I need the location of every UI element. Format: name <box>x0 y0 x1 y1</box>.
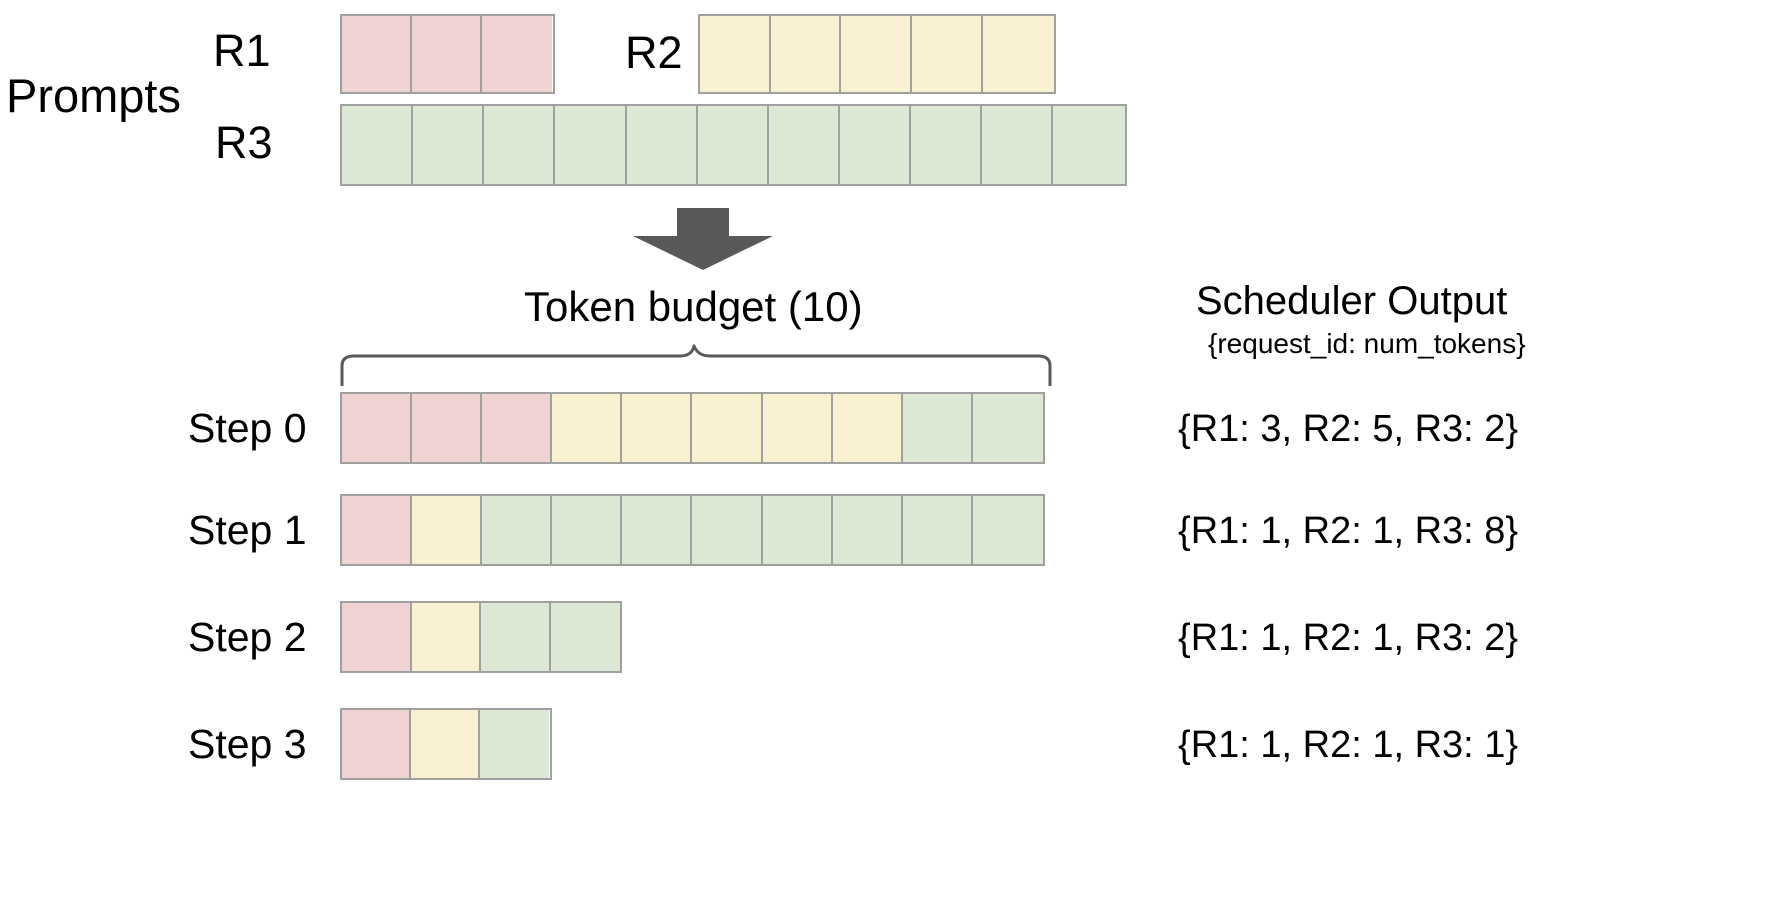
prompt-token-row-r2 <box>698 14 1056 94</box>
token-cell <box>841 16 913 92</box>
request-label-r3: R3 <box>215 117 273 168</box>
token-cell-r3 <box>550 603 620 671</box>
token-cell-r3 <box>902 394 973 462</box>
token-cell-r2 <box>412 496 483 564</box>
token-cell <box>412 16 483 92</box>
token-cell-r3 <box>692 496 763 564</box>
token-cell-r3 <box>481 603 551 671</box>
token-cell <box>342 106 414 184</box>
token-cell-r3 <box>972 394 1043 462</box>
token-cell <box>912 16 983 92</box>
token-cell-r1 <box>482 394 553 462</box>
prompt-token-row-r3 <box>340 104 1127 186</box>
token-cell <box>770 16 842 92</box>
token-cell-r1 <box>342 710 412 778</box>
token-cell <box>982 16 1054 92</box>
token-cell-r3 <box>762 496 833 564</box>
token-cell-r3 <box>972 496 1043 564</box>
step-token-row-3 <box>340 708 552 780</box>
step-token-row-2 <box>340 601 622 673</box>
token-cell <box>768 106 840 184</box>
token-cell <box>555 106 627 184</box>
token-cell-r2 <box>832 394 903 462</box>
token-cell <box>482 16 553 92</box>
token-cell-r1 <box>342 603 412 671</box>
token-cell <box>342 16 413 92</box>
step-label-2: Step 2 <box>188 614 307 660</box>
token-cell-r2 <box>552 394 623 462</box>
step-label-0: Step 0 <box>188 405 307 451</box>
step-token-row-1 <box>340 494 1045 566</box>
token-cell-r3 <box>902 496 973 564</box>
token-cell-r2 <box>762 394 833 462</box>
token-cell-r1 <box>342 496 413 564</box>
token-cell <box>911 106 983 184</box>
token-cell <box>413 106 485 184</box>
request-label-r2: R2 <box>625 27 683 78</box>
curly-brace-icon <box>340 344 1052 388</box>
token-cell <box>1053 106 1125 184</box>
down-arrow-icon <box>633 208 773 270</box>
token-cell <box>484 106 556 184</box>
token-cell-r3 <box>552 496 623 564</box>
scheduler-output-title: Scheduler Output <box>1196 279 1508 323</box>
token-cell-r1 <box>342 394 413 462</box>
step-token-row-0 <box>340 392 1045 464</box>
token-cell <box>626 106 698 184</box>
step-label-1: Step 1 <box>188 507 307 553</box>
token-budget-label: Token budget (10) <box>524 283 863 330</box>
token-cell <box>697 106 769 184</box>
scheduler-output-row-1: {R1: 1, R2: 1, R3: 8} <box>1178 510 1519 552</box>
token-cell-r2 <box>411 603 481 671</box>
token-cell-r3 <box>832 496 903 564</box>
token-cell <box>700 16 771 92</box>
scheduler-output-subtitle: {request_id: num_tokens} <box>1208 328 1526 359</box>
scheduler-output-row-0: {R1: 3, R2: 5, R3: 2} <box>1178 408 1519 450</box>
token-cell-r2 <box>692 394 763 462</box>
token-cell-r2 <box>622 394 693 462</box>
token-cell <box>839 106 912 184</box>
token-cell-r3 <box>482 496 553 564</box>
token-cell-r3 <box>480 710 550 778</box>
token-cell <box>982 106 1054 184</box>
step-label-3: Step 3 <box>188 721 307 767</box>
token-cell-r3 <box>622 496 693 564</box>
token-cell-r1 <box>412 394 483 462</box>
request-label-r1: R1 <box>213 25 271 76</box>
scheduler-output-row-2: {R1: 1, R2: 1, R3: 2} <box>1178 617 1519 659</box>
prompts-section-label: Prompts <box>6 69 181 122</box>
token-cell-r2 <box>411 710 481 778</box>
scheduler-output-row-3: {R1: 1, R2: 1, R3: 1} <box>1178 724 1519 766</box>
prompt-token-row-r1 <box>340 14 555 94</box>
